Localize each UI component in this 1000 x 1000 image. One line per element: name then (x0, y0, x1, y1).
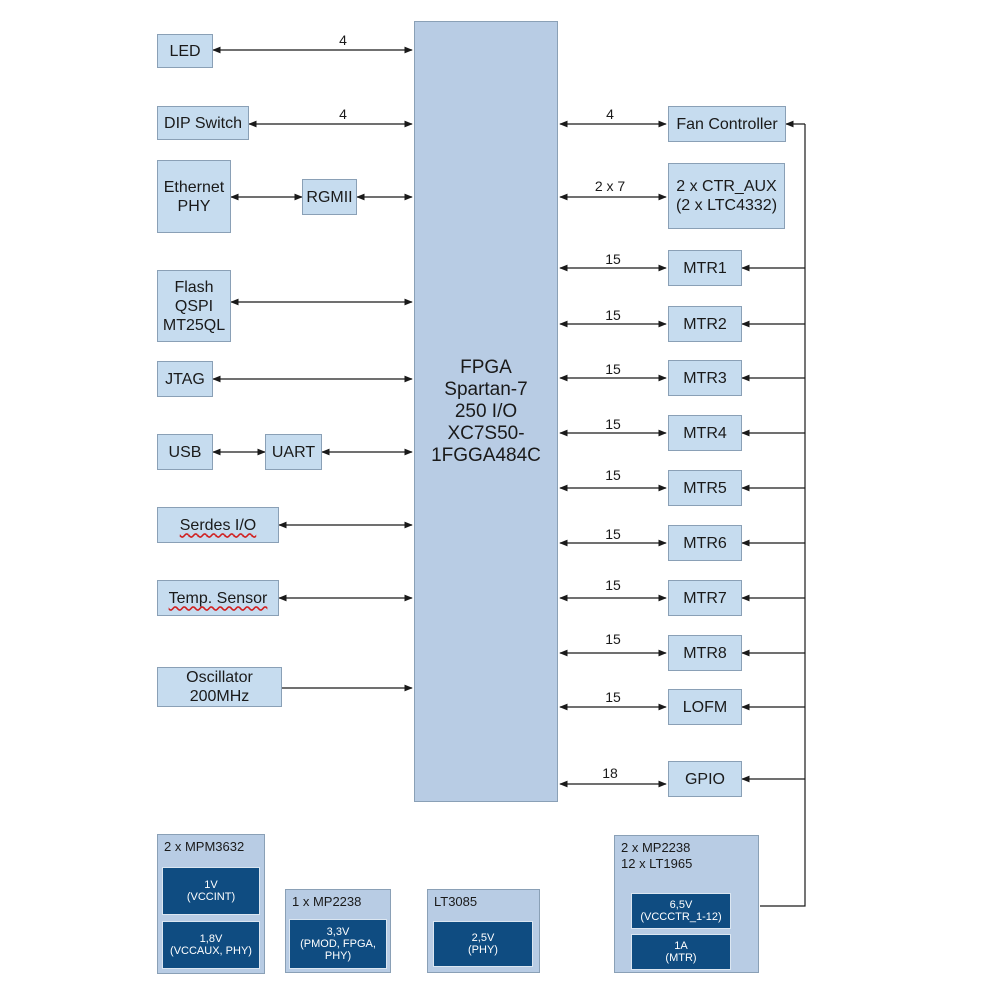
mtr5-block: MTR5 (668, 470, 742, 506)
rail-2v5: 2,5V (PHY) (433, 921, 533, 967)
mtr7-bus-label: 15 (605, 577, 621, 593)
fpga-label: FPGA Spartan-7 250 I/O XC7S50- 1FGGA484C (431, 356, 541, 466)
serdes-block: Serdes I/O (157, 507, 279, 543)
usb-block: USB (157, 434, 213, 470)
mtr6-bus-label: 15 (605, 526, 621, 542)
mtr4-block: MTR4 (668, 415, 742, 451)
rail-1a-mtr: 1A (MTR) (631, 934, 731, 970)
mtr2-bus-label: 15 (605, 307, 621, 323)
lt3085-title: LT3085 (434, 894, 478, 909)
lofm-bus-label: 15 (605, 689, 621, 705)
mtr8-block: MTR8 (668, 635, 742, 671)
dip-bus-label: 4 (339, 106, 347, 122)
led-bus-label: 4 (339, 32, 347, 48)
mtr1-bus-label: 15 (605, 251, 621, 267)
oscillator-block: Oscillator 200MHz (157, 667, 282, 707)
mtr3-bus-label: 15 (605, 361, 621, 377)
temp-sensor-block: Temp. Sensor (157, 580, 279, 616)
flash-block: Flash QSPI MT25QL (157, 270, 231, 342)
led-block: LED (157, 34, 213, 68)
jtag-block: JTAG (157, 361, 213, 397)
fpga-block: FPGA Spartan-7 250 I/O XC7S50- 1FGGA484C (414, 21, 558, 802)
mtr1-block: MTR1 (668, 250, 742, 286)
mtr6-block: MTR6 (668, 525, 742, 561)
serdes-label: Serdes I/O (179, 516, 257, 534)
ctr-aux-bus-label: 2 x 7 (594, 178, 626, 194)
rail-3v3: 3,3V (PMOD, FPGA, PHY) (289, 919, 387, 969)
ctr-aux-block: 2 x CTR_AUX (2 x LTC4332) (668, 163, 785, 229)
mp2238-lt1965-title: 2 x MP2238 12 x LT1965 (621, 840, 693, 871)
ethernet-phy-block: Ethernet PHY (157, 160, 231, 233)
gpio-block: GPIO (668, 761, 742, 797)
rail-6v5-vccctr: 6,5V (VCCCTR_1-12) (631, 893, 731, 929)
gpio-bus-label: 18 (602, 765, 618, 781)
fan-bus-label: 4 (606, 106, 614, 122)
rail-1v-vccint: 1V (VCCINT) (162, 867, 260, 915)
fan-controller-block: Fan Controller (668, 106, 786, 142)
rail-1v8-vccaux: 1,8V (VCCAUX, PHY) (162, 921, 260, 969)
mtr5-bus-label: 15 (605, 467, 621, 483)
power-bus (760, 124, 806, 907)
mtr8-bus-label: 15 (605, 631, 621, 647)
mtr4-bus-label: 15 (605, 416, 621, 432)
oscillator-label: Oscillator 200MHz (186, 669, 253, 705)
mtr7-block: MTR7 (668, 580, 742, 616)
mpm3632-title: 2 x MPM3632 (164, 839, 245, 854)
mtr3-block: MTR3 (668, 360, 742, 396)
mtr2-block: MTR2 (668, 306, 742, 342)
mp2238-single-title: 1 x MP2238 (292, 894, 362, 909)
uart-block: UART (265, 434, 322, 470)
lofm-block: LOFM (668, 689, 742, 725)
dip-switch-block: DIP Switch (157, 106, 249, 140)
temp-sensor-label: Temp. Sensor (168, 589, 268, 607)
rgmii-block: RGMII (302, 179, 357, 215)
